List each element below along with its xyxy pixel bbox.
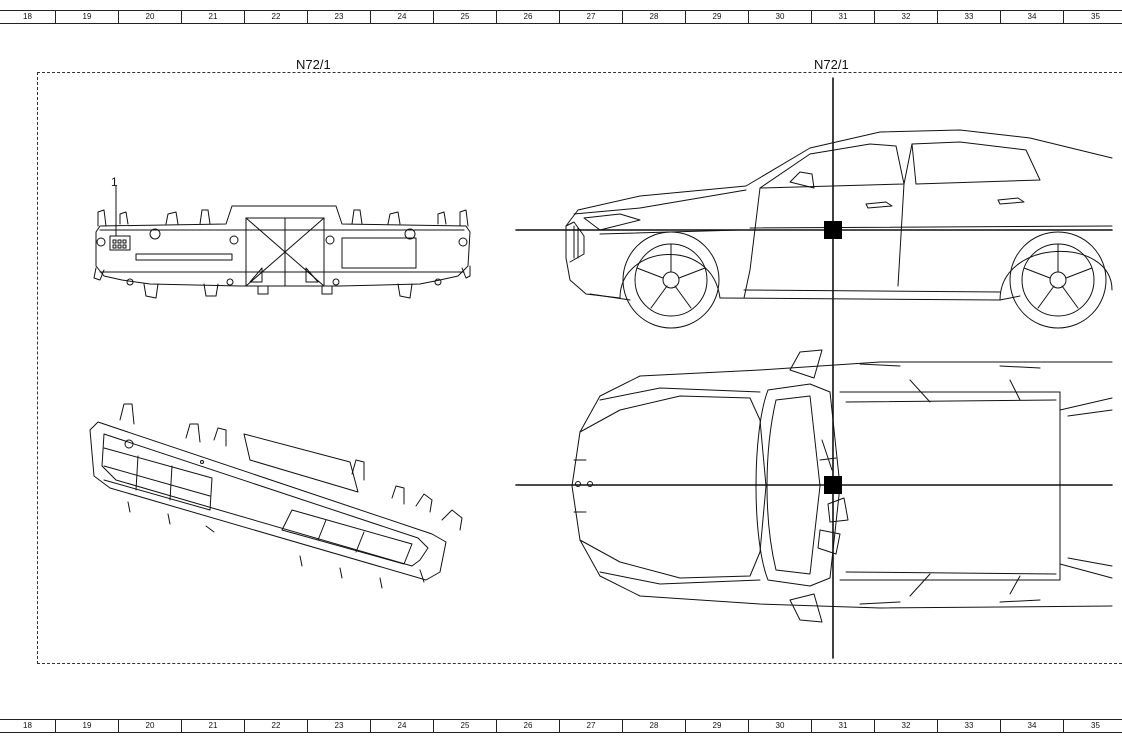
ruler-cell: 21 bbox=[182, 720, 245, 732]
location-marker-top bbox=[824, 476, 842, 494]
ruler-cell: 23 bbox=[308, 720, 371, 732]
ruler-cell: 29 bbox=[686, 720, 749, 732]
connector-callout-number: 1 bbox=[111, 175, 118, 189]
ruler-cell: 21 bbox=[182, 11, 245, 23]
ruler-cell: 30 bbox=[749, 720, 812, 732]
ruler-cell: 25 bbox=[434, 720, 497, 732]
component-label-left: N72/1 bbox=[294, 57, 333, 72]
ruler-cell: 31 bbox=[812, 11, 875, 23]
ruler-cell: 33 bbox=[938, 11, 1001, 23]
ruler-cell: 35 bbox=[1091, 12, 1100, 21]
ruler-cell: 24 bbox=[371, 720, 434, 732]
ruler-cell: 27 bbox=[560, 11, 623, 23]
ruler-cell: 32 bbox=[875, 720, 938, 732]
ruler-cell: 18 bbox=[0, 720, 56, 732]
ruler-cell: 34 bbox=[1001, 11, 1064, 23]
control-unit-front-view bbox=[94, 186, 470, 298]
ruler-cell: 23 bbox=[308, 11, 371, 23]
ruler-cell: 20 bbox=[119, 11, 182, 23]
ruler-cell: 25 bbox=[434, 11, 497, 23]
ruler-cell: 28 bbox=[623, 11, 686, 23]
ruler-cell: 24 bbox=[371, 11, 434, 23]
ruler-cell: 33 bbox=[938, 720, 1001, 732]
ruler-cell: 28 bbox=[623, 720, 686, 732]
top-grid-ruler: 18 19 20 21 22 23 24 25 26 27 28 29 30 3… bbox=[0, 10, 1122, 24]
component-frame bbox=[37, 72, 1122, 664]
ruler-cell: 26 bbox=[497, 11, 560, 23]
ruler-cell: 35 bbox=[1091, 721, 1100, 730]
ruler-cell: 31 bbox=[812, 720, 875, 732]
ruler-cell: 26 bbox=[497, 720, 560, 732]
ruler-cell: 19 bbox=[56, 720, 119, 732]
location-crosshair bbox=[516, 78, 1112, 658]
ruler-cell: 32 bbox=[875, 11, 938, 23]
component-label-right: N72/1 bbox=[812, 57, 851, 72]
ruler-cell: 29 bbox=[686, 11, 749, 23]
ruler-cell: 22 bbox=[245, 11, 308, 23]
vehicle-side-view bbox=[566, 130, 1112, 328]
ruler-cell: 27 bbox=[560, 720, 623, 732]
ruler-cell: 20 bbox=[119, 720, 182, 732]
bottom-grid-ruler: 18 19 20 21 22 23 24 25 26 27 28 29 30 3… bbox=[0, 719, 1122, 733]
ruler-cell: 22 bbox=[245, 720, 308, 732]
ruler-cell: 19 bbox=[56, 11, 119, 23]
control-unit-perspective-view bbox=[90, 404, 462, 588]
ruler-cell: 30 bbox=[749, 11, 812, 23]
ruler-cell: 18 bbox=[0, 11, 56, 23]
location-marker-side bbox=[824, 221, 842, 239]
vehicle-top-view bbox=[572, 350, 1112, 622]
ruler-cell: 34 bbox=[1001, 720, 1064, 732]
